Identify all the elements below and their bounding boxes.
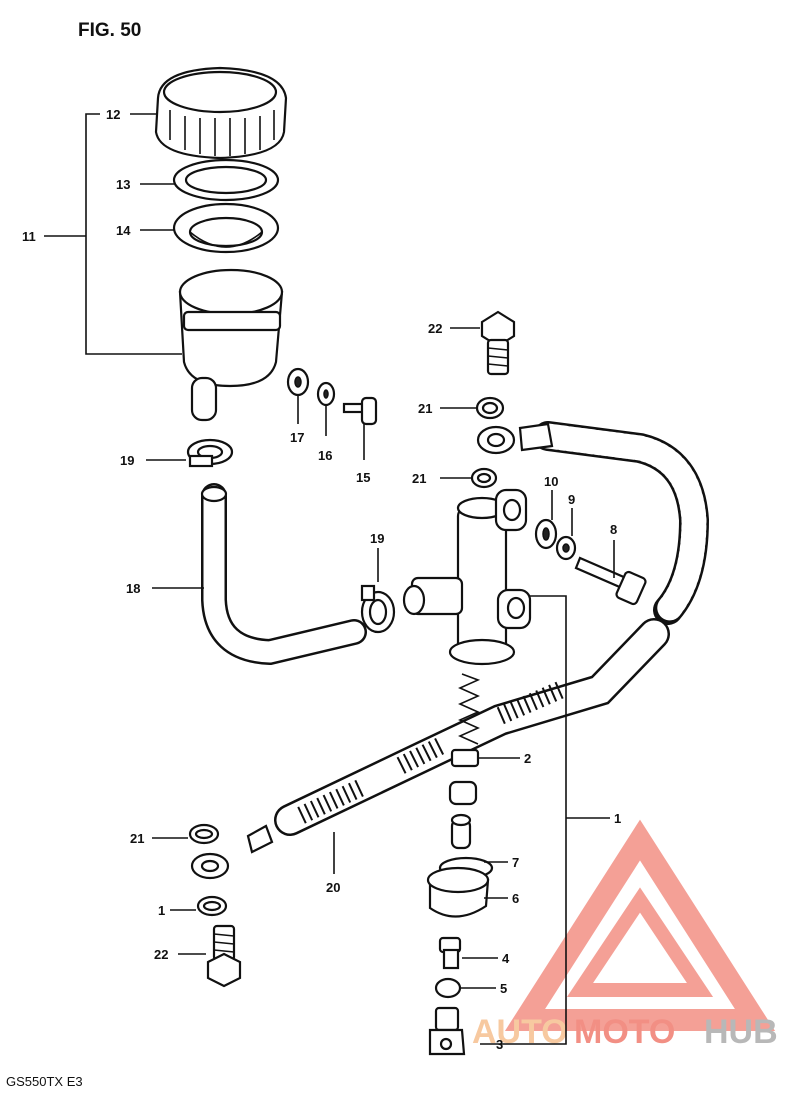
callout-7: 7 [512,855,519,870]
part-gasket-1-lower [196,895,228,917]
callout-5: 5 [500,981,507,996]
part-gasket-21-upper [475,396,505,420]
callout-13: 13 [116,177,130,192]
callout-19-upper: 19 [120,453,134,468]
figure-title: FIG. 50 [78,20,141,41]
callout-4: 4 [502,951,510,966]
callout-1: 1 [614,811,621,826]
callout-6: 6 [512,891,519,906]
part-washer-17 [286,367,310,397]
callout-22-upper: 22 [428,321,442,336]
part-brake-hose-lower [190,618,670,880]
callout-11: 11 [22,229,36,244]
part-hose-clamp-lower [360,584,396,634]
callout-9: 9 [568,492,575,507]
part-hose-clamp-upper [186,438,234,468]
callout-21-lower: 21 [130,831,144,846]
callout-21-middle: 21 [412,471,426,486]
callout-3: 3 [496,1037,503,1052]
callout-22-lower: 22 [154,947,168,962]
callout-8: 8 [610,522,617,537]
assembly-bracket-11 [85,113,182,355]
watermark-word-auto: AUTO [472,1013,568,1051]
part-bolt-8 [574,556,647,606]
part-washer-10 [534,518,558,550]
part-master-cylinder-body [402,488,532,666]
callout-12: 12 [106,107,120,122]
part-screw-15 [342,396,378,426]
callout-1-lower: 1 [158,903,165,918]
callout-20: 20 [326,880,340,895]
callout-17: 17 [290,430,304,445]
part-union-bolt-upper [480,310,516,376]
callout-21-upper: 21 [418,401,432,416]
callout-18: 18 [126,581,140,596]
callout-2: 2 [524,751,531,766]
part-reservoir-body [178,268,284,422]
callout-labels: 12 13 14 11 17 16 15 19 19 18 22 21 21 1… [22,107,621,1052]
watermark-logo: AUTO MOTO HUB [472,819,778,1051]
part-brake-hose-upper [476,421,710,625]
part-gasket-21-lower [188,823,220,845]
watermark-word-hub: HUB [704,1013,778,1051]
part-cap-gasket [172,158,280,202]
callout-16: 16 [318,448,332,463]
part-push-rod-4 [438,936,462,970]
part-return-spring-2 [448,673,481,806]
part-lock-washer-9 [555,535,577,561]
watermark-word-moto: MOTO [574,1013,675,1051]
callout-10: 10 [544,474,558,489]
part-lock-washer-16 [316,381,336,407]
part-lock-nut-5 [434,977,462,999]
part-union-bolt-lower [206,924,242,988]
part-clevis-3 [428,1006,466,1056]
model-code: GS550TX E3 [6,1074,83,1089]
part-reservoir-cap [154,66,288,160]
part-diaphragm [172,202,280,254]
part-gasket-21-middle [470,467,498,489]
part-piston-assembly [426,813,494,918]
callout-15: 15 [356,470,370,485]
callout-14: 14 [116,223,131,238]
callout-19-lower: 19 [370,531,384,546]
leader-lines [130,113,615,1045]
part-reservoir-hose [200,483,367,666]
